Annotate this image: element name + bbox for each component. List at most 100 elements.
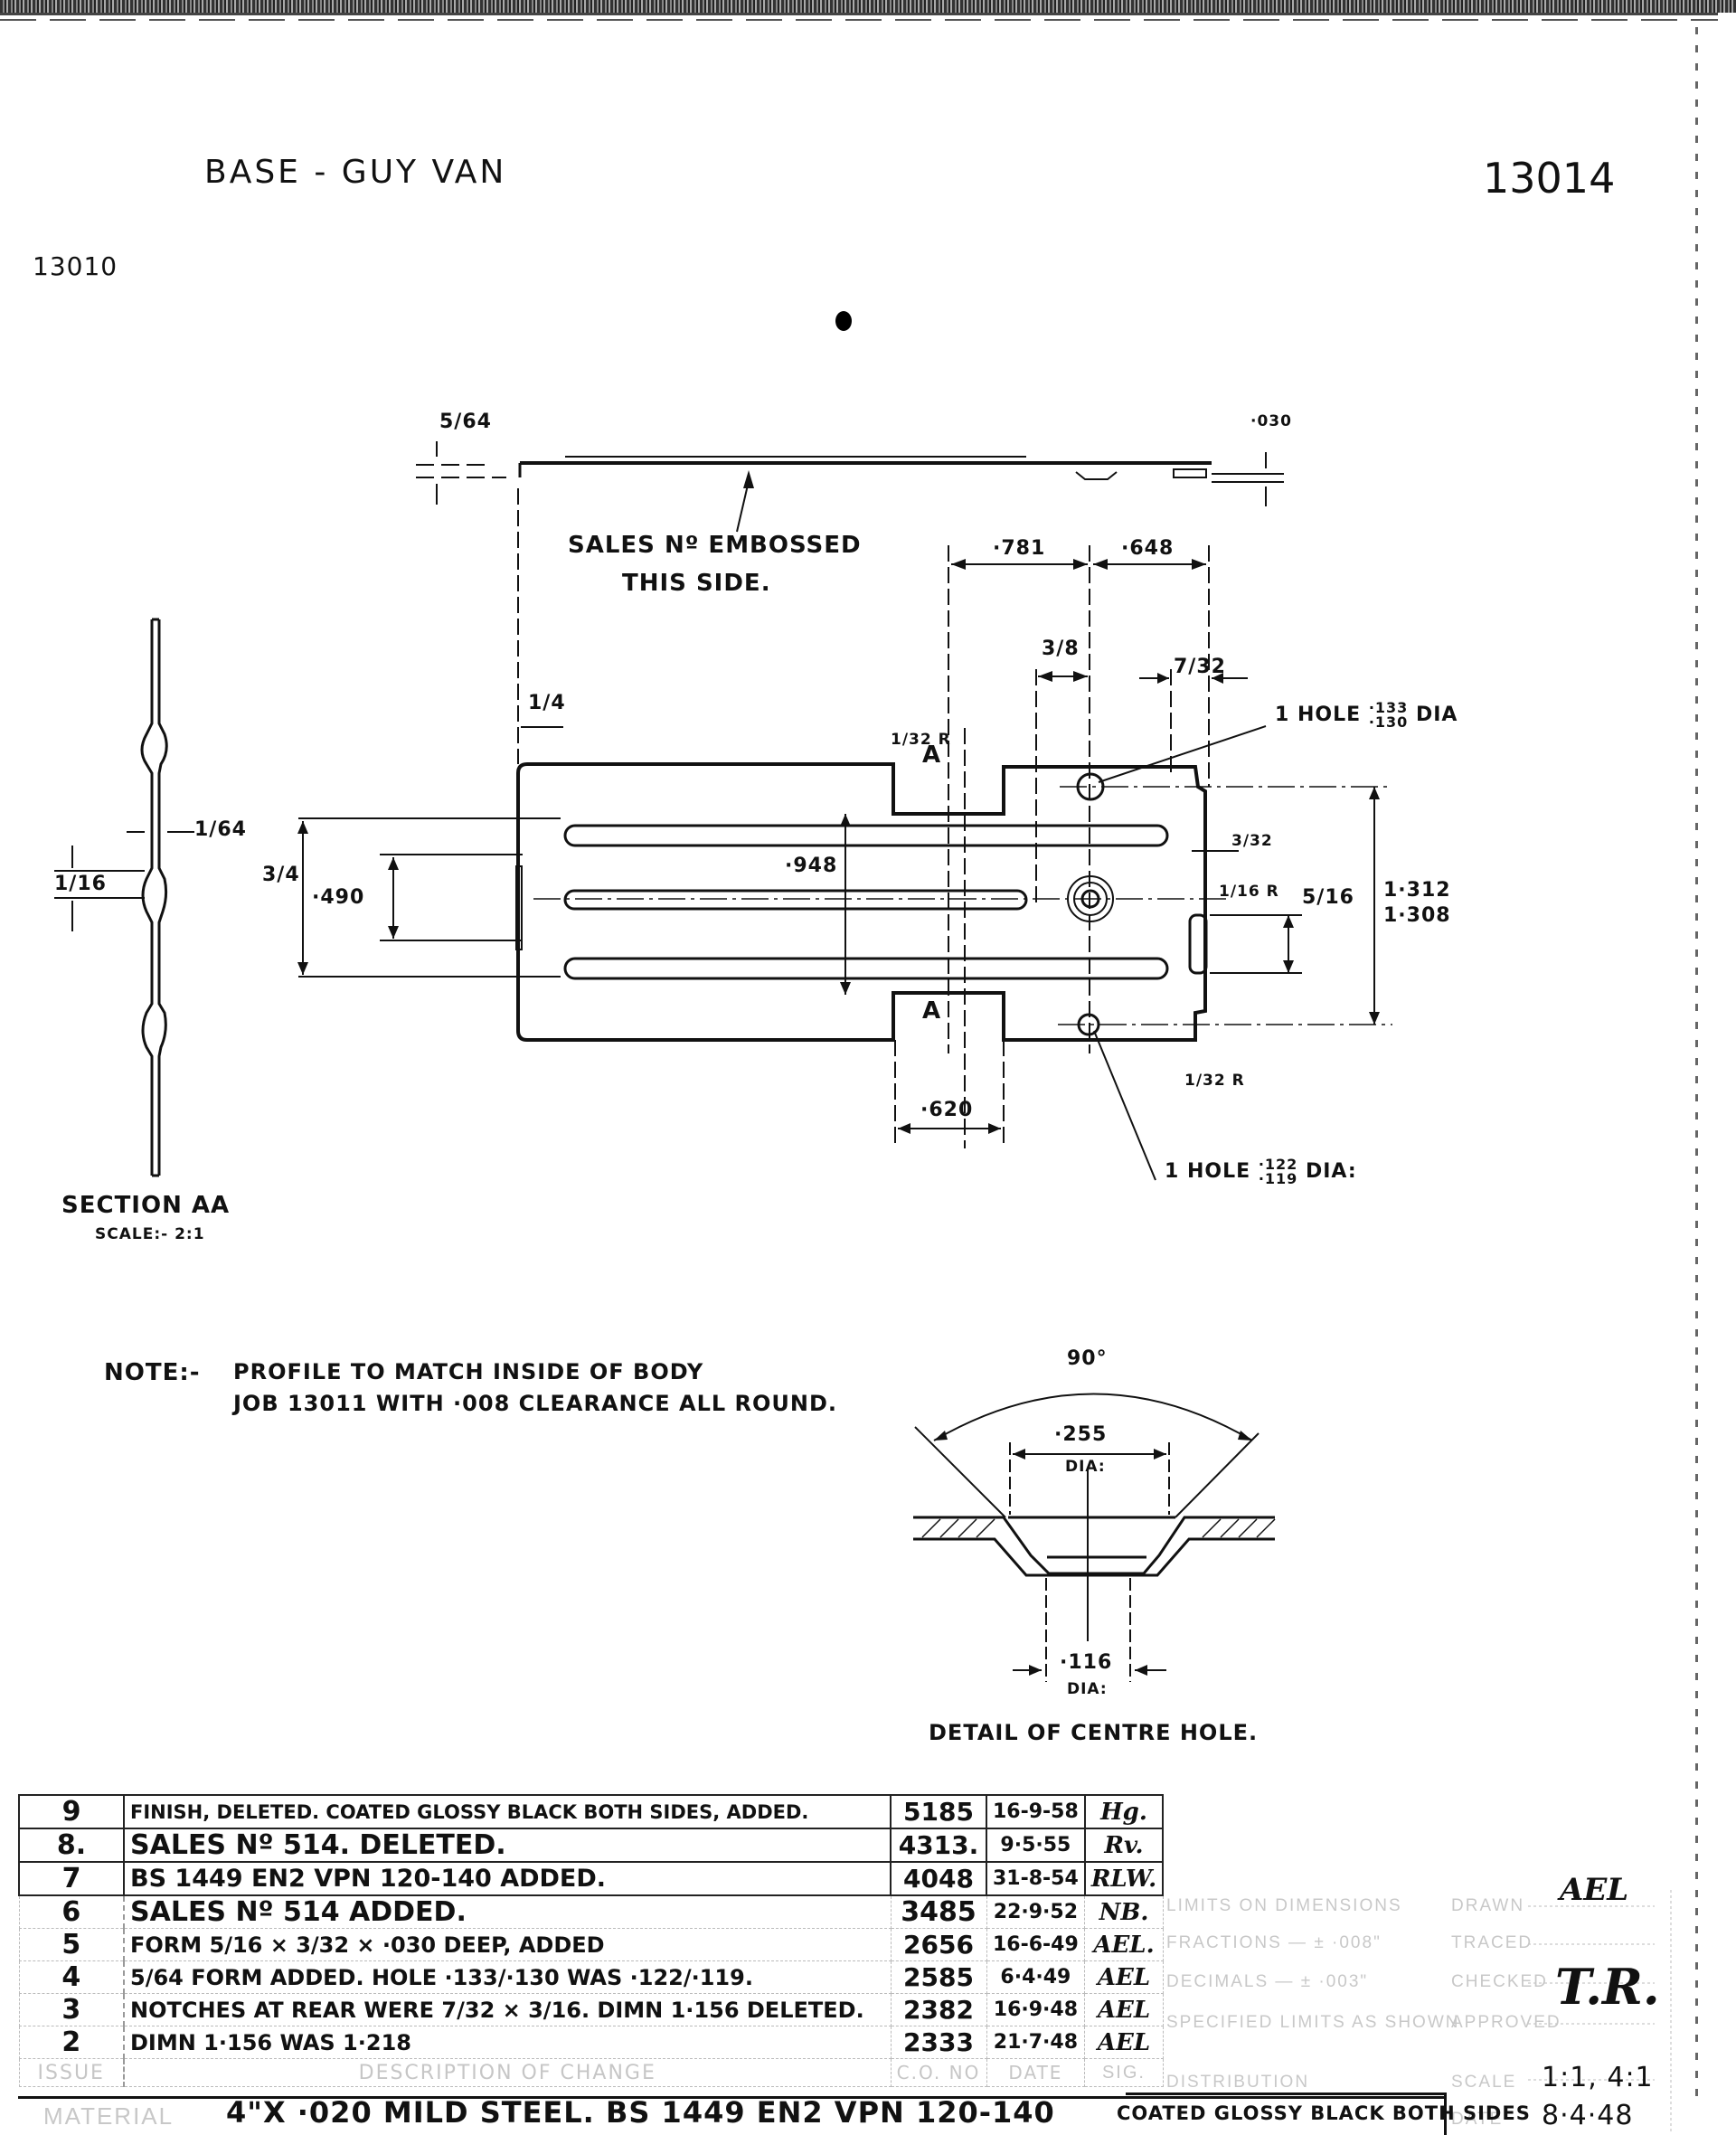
revision-description: BS 1449 EN2 VPN 120-140 ADDED. xyxy=(123,1861,892,1896)
revision-issue: 2 xyxy=(18,2026,125,2059)
hole-top-prefix: 1 HOLE xyxy=(1275,704,1362,726)
revision-description: DIMN 1·156 WAS 1·218 xyxy=(123,2026,892,2059)
revision-row: 7 BS 1449 EN2 VPN 120-140 ADDED. 4048 31… xyxy=(18,1861,1165,1896)
revision-co-no: 3485 xyxy=(890,1894,987,1929)
note-line1: PROFILE TO MATCH INSIDE OF BODY xyxy=(233,1359,704,1384)
revision-issue: 4 xyxy=(18,1960,125,1994)
dim-form-radius: 1/16 R xyxy=(1219,883,1279,901)
section-title: SECTION AA xyxy=(61,1192,231,1219)
detail-outer-dia-suffix: DIA: xyxy=(1065,1458,1106,1476)
header-sig: SIG. xyxy=(1084,2058,1164,2087)
revision-issue: 9 xyxy=(18,1794,125,1829)
limits-label: LIMITS ON DIMENSIONS xyxy=(1166,1896,1402,1915)
distribution-label: DISTRIBUTION xyxy=(1166,2073,1310,2092)
dim-form-height: 5/16 xyxy=(1302,886,1354,909)
limits-decimals: DECIMALS — ± ·003" xyxy=(1166,1972,1369,1991)
revision-date: 22·9·52 xyxy=(986,1894,1086,1929)
dim-slot-span: ·948 xyxy=(785,855,838,877)
revision-date: 16-9-58 xyxy=(986,1794,1086,1829)
border-line-top-dashed xyxy=(0,19,1718,21)
checked-label: CHECKED xyxy=(1451,1972,1548,1991)
centre-lines xyxy=(533,786,1392,1025)
revision-sig: AEL xyxy=(1084,2026,1164,2059)
dim-notch-bottom-width: ·620 xyxy=(920,1099,974,1121)
reference-number: 13010 xyxy=(33,251,118,281)
revision-sig: RLW. xyxy=(1083,1861,1165,1896)
date-label: DATE xyxy=(1451,2110,1504,2129)
slot-bottom xyxy=(563,957,1169,980)
dim-notch-radius-top: 1/32 R xyxy=(891,731,951,749)
header-issue: ISSUE xyxy=(18,2058,125,2087)
material-row xyxy=(18,2096,1447,2135)
arrowheads xyxy=(297,559,1380,1134)
revision-co-no: 2382 xyxy=(890,1993,987,2026)
embossed-leader xyxy=(736,480,750,533)
revision-issue: 7 xyxy=(18,1861,125,1896)
revision-description: FORM 5/16 × 3/32 × ·030 DEEP, ADDED xyxy=(123,1928,892,1961)
revision-row: 9 FINISH, DELETED. COATED GLOSSY BLACK B… xyxy=(18,1794,1165,1829)
drawing-title: BASE - GUY VAN xyxy=(204,154,507,191)
revision-co-no: 5185 xyxy=(890,1794,987,1829)
scan-border-top xyxy=(0,0,1736,13)
revision-date: 16-6-49 xyxy=(986,1928,1086,1961)
slot-top xyxy=(563,824,1169,847)
scale-value: 1:1, 4:1 xyxy=(1542,2062,1654,2093)
revision-date: 9·5·55 xyxy=(986,1828,1086,1863)
limits-fractions: FRACTIONS — ± ·008" xyxy=(1166,1933,1382,1952)
dim-overall-height-max: 1·312 xyxy=(1383,879,1451,902)
revision-date: 16·9·48 xyxy=(986,1993,1086,2026)
revision-header-row: ISSUE DESCRIPTION OF CHANGE C.O. NO DATE… xyxy=(18,2058,1164,2087)
dim-hole-offset: 3/8 xyxy=(1042,638,1080,660)
scale-label: SCALE xyxy=(1451,2073,1517,2092)
hole-top-max: ·133 xyxy=(1368,699,1409,716)
dim-outer-slots: 3/4 xyxy=(262,864,300,886)
revision-description: FINISH, DELETED. COATED GLOSSY BLACK BOT… xyxy=(123,1794,892,1829)
registration-dot xyxy=(835,311,852,331)
hole-bottom-min: ·119 xyxy=(1258,1170,1298,1187)
revision-issue: 5 xyxy=(18,1928,125,1961)
section-scale: SCALE:- 2:1 xyxy=(95,1225,205,1243)
hole-top-callout: 1 HOLE ·133 ·130 DIA xyxy=(1275,701,1458,730)
dim-inner-span: ·490 xyxy=(312,886,365,909)
date-value: 8·4·48 xyxy=(1542,2100,1634,2131)
detail-title: DETAIL OF CENTRE HOLE. xyxy=(929,1720,1259,1745)
callout-embossed-line2: THIS SIDE. xyxy=(622,570,771,597)
revision-date: 6·4·49 xyxy=(986,1960,1086,1994)
revision-issue: 8. xyxy=(18,1828,125,1863)
dim-form-depth: ·030 xyxy=(1250,412,1292,430)
hole-bottom-leader xyxy=(1093,1030,1156,1181)
revision-sig: AEL xyxy=(1084,1993,1164,2026)
drawn-label: DRAWN xyxy=(1451,1896,1525,1915)
detail-inner-dia-suffix: DIA: xyxy=(1067,1680,1108,1698)
revision-sig: Rv. xyxy=(1083,1828,1165,1863)
dim-right-offset: ·648 xyxy=(1121,537,1175,560)
revision-co-no: 2656 xyxy=(890,1928,987,1961)
dim-notch-width: ·781 xyxy=(993,537,1046,560)
revision-table: 9 FINISH, DELETED. COATED GLOSSY BLACK B… xyxy=(18,1794,1165,2087)
drawing-number: 13014 xyxy=(1483,154,1616,203)
slot-middle xyxy=(563,889,1028,911)
form-recess xyxy=(1188,913,1208,975)
revision-co-no: 4313. xyxy=(890,1828,987,1863)
approved-label: APPROVED xyxy=(1451,2013,1561,2032)
revision-row: 4 5/64 FORM ADDED. HOLE ·133/·130 WAS ·1… xyxy=(18,1960,1164,1994)
drawn-signature: AEL xyxy=(1560,1872,1629,1908)
plan-outline xyxy=(516,762,1207,1042)
revision-row: 6 SALES Nº 514 ADDED. 3485 22·9·52 NB. xyxy=(18,1894,1164,1929)
revision-date: 31-8-54 xyxy=(986,1861,1086,1896)
section-aa-view xyxy=(54,618,194,1177)
header-description: DESCRIPTION OF CHANGE xyxy=(123,2058,892,2087)
revision-row: 8. SALES Nº 514. DELETED. 4313. 9·5·55 R… xyxy=(18,1828,1165,1863)
material-value: 4"X ·020 MILD STEEL. BS 1449 EN2 VPN 120… xyxy=(226,2095,1055,2130)
material-finish-box xyxy=(1126,2092,1447,2135)
dim-top-thickness: 5/64 xyxy=(439,411,492,433)
revision-description: NOTCHES AT REAR WERE 7/32 × 3/16. DIMN 1… xyxy=(123,1993,892,2026)
revision-sig: NB. xyxy=(1084,1894,1164,1929)
revision-co-no: 4048 xyxy=(890,1861,987,1896)
section-marker-bottom: A xyxy=(922,997,942,1025)
revision-sig: Hg. xyxy=(1083,1794,1165,1829)
detail-outer-dia: ·255 xyxy=(1054,1423,1108,1446)
revision-sig: AEL xyxy=(1084,1960,1164,1994)
revision-description: SALES Nº 514. DELETED. xyxy=(123,1828,892,1863)
